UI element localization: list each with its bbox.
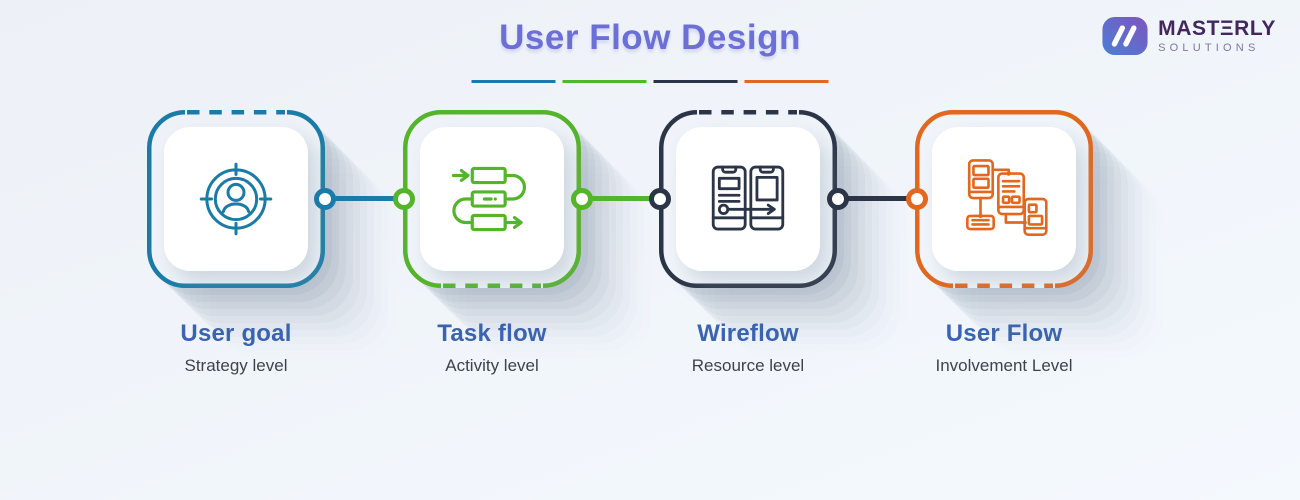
connector-node-icon	[571, 188, 593, 210]
step-card-wireflow	[659, 110, 837, 288]
logo-text: MASTΞRLY SOLUTIONS	[1158, 18, 1276, 54]
connector-line-2	[582, 196, 660, 201]
icon-panel	[676, 127, 820, 271]
connector-node-icon	[827, 188, 849, 210]
connector-node-icon	[906, 188, 928, 210]
company-logo: MASTΞRLY SOLUTIONS	[1102, 16, 1276, 56]
underline-segment-navy	[653, 80, 738, 83]
user-flow-screens-icon	[966, 159, 1048, 237]
wireflow-phones-icon	[711, 165, 785, 231]
step-card-user-flow	[915, 110, 1093, 288]
step-subtitle: Strategy level	[184, 356, 288, 375]
icon-panel	[932, 127, 1076, 271]
step-subtitle: Resource level	[691, 356, 805, 375]
step-card-task-flow	[403, 110, 581, 288]
underline-segment-orange	[744, 80, 829, 83]
card-border-dashed-bottom	[403, 110, 581, 288]
step-card-user-goal	[147, 110, 325, 288]
connector-line-1	[325, 196, 404, 201]
underline-segment-teal	[471, 80, 556, 83]
icon-panel	[164, 127, 308, 271]
user-goal-target-icon	[199, 162, 273, 236]
logo-tagline: SOLUTIONS	[1158, 42, 1260, 54]
step-label-user-goal: User goal Strategy level	[116, 320, 356, 376]
page-title: User Flow Design	[499, 18, 801, 57]
connector-line-3	[838, 196, 917, 201]
title-underline	[471, 80, 829, 83]
logo-name: MASTΞRLY	[1158, 17, 1276, 40]
step-subtitle: Involvement Level	[935, 356, 1073, 375]
step-title: User goal	[180, 320, 292, 347]
connector-node-icon	[393, 188, 415, 210]
step-subtitle: Activity level	[445, 356, 539, 375]
connector-node-icon	[314, 188, 336, 210]
step-title: Wireflow	[697, 320, 799, 347]
masterly-m-monogram-icon	[1102, 16, 1148, 56]
connector-node-icon	[649, 188, 671, 210]
card-border-dashed-top	[659, 110, 837, 288]
step-title: Task flow	[437, 320, 547, 347]
task-flow-sequence-icon	[451, 166, 526, 232]
step-label-user-flow: User Flow Involvement Level	[884, 320, 1124, 376]
step-label-task-flow: Task flow Activity level	[372, 320, 612, 376]
underline-segment-green	[562, 80, 647, 83]
card-border-dashed-bottom	[915, 110, 1093, 288]
step-label-wireflow: Wireflow Resource level	[628, 320, 868, 376]
icon-panel	[420, 127, 564, 271]
step-title: User Flow	[945, 320, 1063, 347]
card-border-dashed-top	[147, 110, 325, 288]
